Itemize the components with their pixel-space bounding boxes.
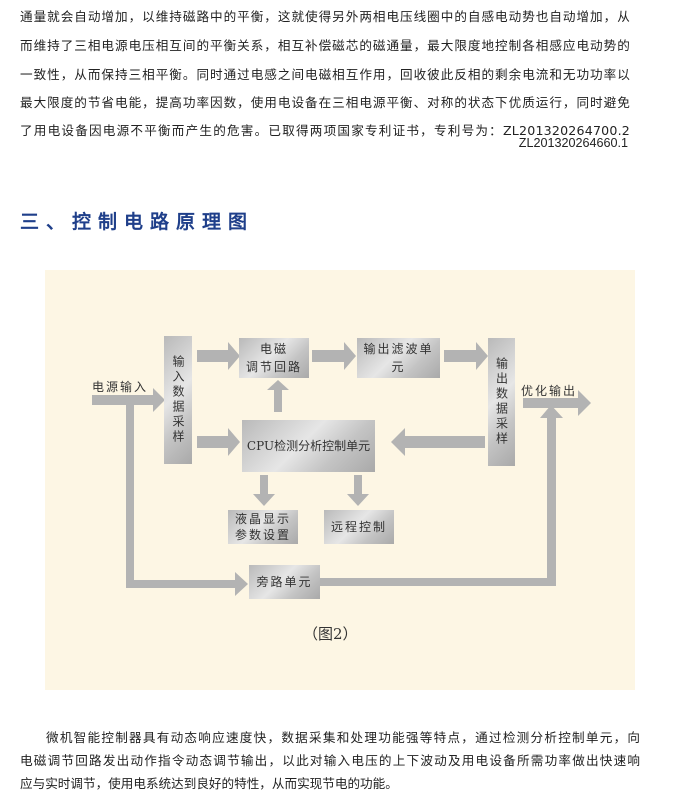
paragraph-line: 一致性，从而保持三相平衡。同时通过电感之间电磁相互作用，回收彼此反相的剩余电流和…	[20, 67, 630, 82]
figure-caption: （图2）	[303, 625, 358, 643]
arrow-to-cpu	[197, 428, 240, 456]
arrow-cpu-to-remote	[347, 475, 369, 506]
em-regulation-line2: 调节回路	[245, 360, 302, 374]
paragraph-line: 微机智能控制器具有动态响应速度快，数据采集和处理功能强等特点，通过检测分析控制单…	[46, 730, 640, 745]
box-remote-control: 远程控制	[324, 510, 394, 544]
lcd-line2: 参数设置	[234, 528, 291, 542]
arrow-power-input	[92, 388, 165, 412]
label-power-input: 电源输入	[92, 380, 149, 394]
arrow-to-bypass	[126, 572, 248, 596]
arrow-filter-to-sampling	[444, 342, 488, 370]
box-bypass-unit: 旁路单元	[249, 565, 320, 599]
lcd-line1: 液晶显示	[234, 511, 291, 526]
diagram-arrows	[92, 342, 591, 596]
section-title: 三、控制电路原理图	[20, 211, 255, 233]
box-output-filter: 输出滤波单元	[357, 338, 440, 378]
paragraph-line: 通量就会自动增加，以维持磁路中的平衡，这就使得另外两相电压线圈中的自感电动势也自…	[20, 9, 630, 24]
arrow-to-em	[197, 342, 240, 370]
label-optimized-output: 优化输出	[521, 384, 578, 398]
box-cpu-unit: CPU检测分析控制单元	[242, 420, 375, 472]
arrow-cpu-to-lcd	[253, 475, 275, 506]
bypass-line-out	[320, 578, 556, 586]
paragraph-line: 电磁调节回路发出动作指令动态调节输出，以此对输入电压的上下波动及用电设备所需功率…	[20, 753, 640, 768]
bypass-line-vertical	[126, 402, 134, 588]
paragraph-line: 最大限度的节省电能，提高功率因数，使用电设备在三相电源平衡、对称的状态下优质运行…	[20, 95, 630, 110]
control-circuit-diagram: 电源输入 输入数据采样 电磁 调节回路 输出滤波单元 输出数据采样 优化输出 C…	[45, 270, 635, 690]
arrow-em-to-filter	[312, 342, 356, 370]
em-regulation-line1: 电磁	[259, 342, 288, 356]
paragraph-line: 而维持了三相电源电压相互间的平衡关系，相互补偿磁芯的磁通量，最大限度地控制各相感…	[20, 38, 630, 53]
box-output-sampling: 输出数据采样	[488, 338, 515, 466]
arrow-sampling-to-cpu	[391, 428, 485, 456]
paragraph-line: 应与实时调节，使用电系统达到良好的特性，从而实现节电的功能。	[20, 776, 398, 791]
box-lcd-display: 液晶显示 参数设置	[228, 510, 298, 544]
arrow-optimized-output	[523, 390, 591, 416]
box-input-sampling: 输入数据采样	[164, 336, 192, 464]
box-em-regulation: 电磁 调节回路	[239, 338, 309, 378]
arrow-cpu-to-em	[267, 380, 289, 412]
arrow-bypass-up	[540, 405, 563, 586]
patent-number: ZL201320264660.1	[518, 136, 628, 150]
paragraph-line: 了用电设备因电源不平衡而产生的危害。已取得两项国家专利证书，专利号为：ZL201…	[20, 123, 630, 138]
